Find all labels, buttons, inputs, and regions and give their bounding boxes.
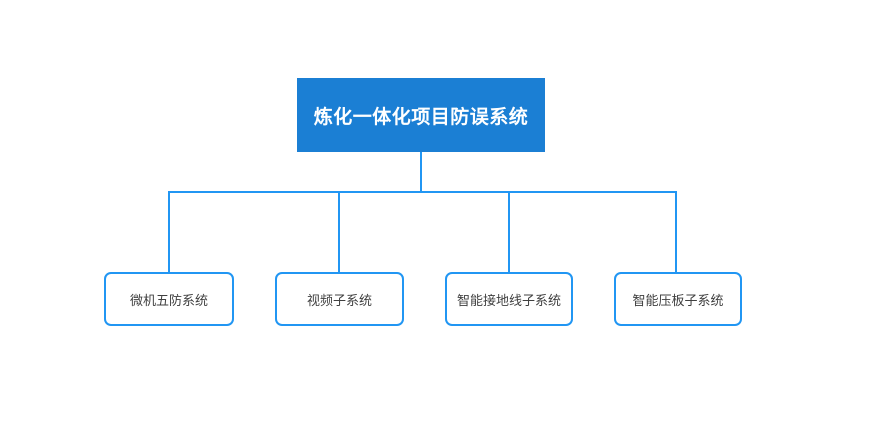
node-child-label: 微机五防系统 (129, 293, 208, 309)
node-child-zhineng-jiedixian[interactable]: 智能接地线子系统 (445, 272, 573, 326)
node-child-shipin[interactable]: 视频子系统 (275, 272, 404, 326)
node-child-label: 智能压板子系统 (632, 293, 724, 309)
connector-lines (168, 152, 677, 272)
node-child-zhineng-yaban[interactable]: 智能压板子系统 (614, 272, 742, 326)
node-child-label: 智能接地线子系统 (456, 293, 561, 309)
node-child-label: 视频子系统 (306, 293, 372, 309)
node-root-label: 炼化一体化项目防误系统 (313, 105, 529, 128)
node-child-weiji-wufang[interactable]: 微机五防系统 (104, 272, 234, 326)
node-root[interactable]: 炼化一体化项目防误系统 (297, 78, 545, 152)
